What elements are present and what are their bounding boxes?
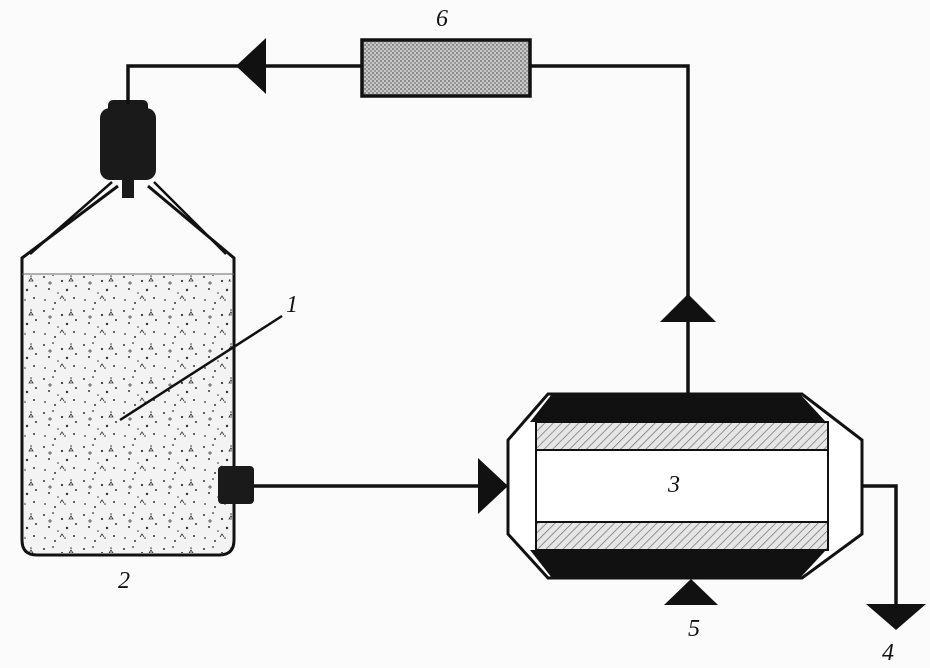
bottle-neck-line-left: [29, 181, 113, 255]
bottle-port-icon: [218, 466, 254, 504]
reactor-chamber: [535, 449, 829, 523]
label-inlet: 5: [688, 616, 700, 642]
flow-arrow-right-icon: [478, 458, 508, 514]
bottle-body: [20, 184, 236, 557]
flow-arrow-up-icon: [660, 294, 716, 322]
bottle-cap: [100, 100, 156, 198]
tube-reactor-to-filter: [530, 64, 690, 394]
flow-arrow-down-icon: [866, 604, 926, 630]
bottle-neck-line-right: [153, 181, 227, 255]
reactor-bottom-plate: [530, 550, 826, 578]
membrane-bottom: [535, 521, 829, 551]
tube-outlet: [862, 484, 898, 604]
label-bottle: 2: [118, 568, 130, 594]
inlet-arrow-up-icon: [664, 579, 718, 605]
filter-cartridge: [360, 38, 532, 98]
flow-arrow-left-icon: [236, 38, 266, 94]
label-1-leader: [119, 314, 283, 422]
label-outlet: 4: [882, 640, 894, 666]
cap-top: [108, 100, 148, 114]
reactor: [506, 392, 864, 580]
membrane-top: [535, 421, 829, 451]
cap-stem: [122, 176, 134, 198]
reactor-top-plate: [530, 394, 826, 422]
label-medium: 1: [286, 292, 298, 318]
label-reactor: 3: [667, 472, 680, 498]
tubing: [126, 64, 898, 604]
label-filter: 6: [436, 6, 448, 32]
tube-return: [126, 64, 362, 104]
cap-icon: [100, 108, 156, 180]
filter: [360, 38, 532, 98]
